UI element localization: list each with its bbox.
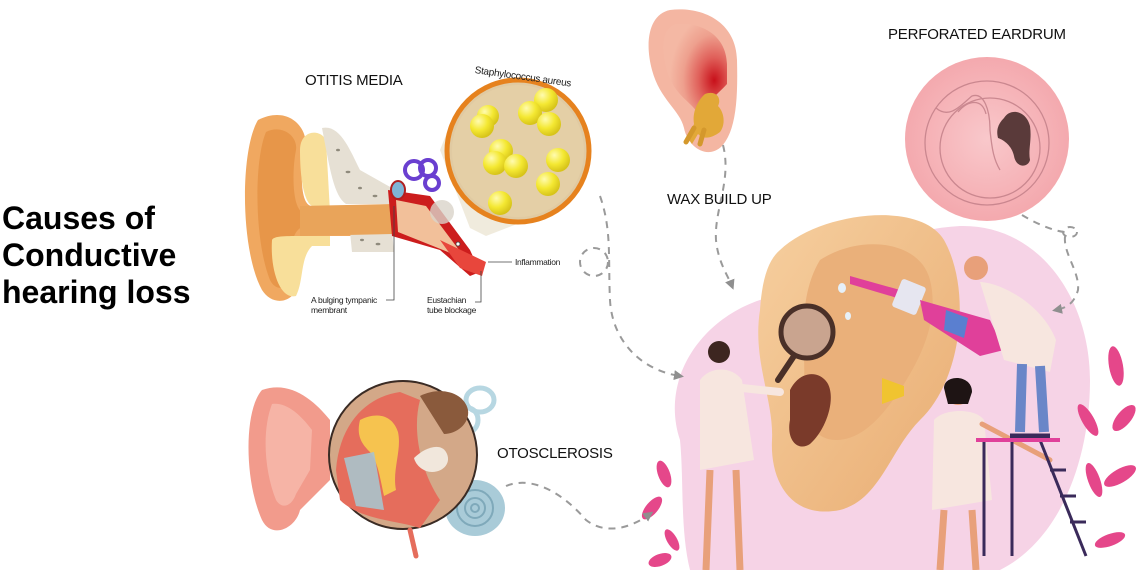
annotation-line: A bulging tympanic <box>311 295 377 305</box>
ear-drops-bottle <box>850 276 1004 356</box>
annotation-line: tube blockage <box>427 305 477 315</box>
bulging-membrane-annotation: A bulging tympanic membrant <box>311 295 377 315</box>
connector-wax <box>714 144 735 290</box>
megaphone <box>882 378 904 404</box>
wax-build-up-label: WAX BUILD UP <box>667 191 772 208</box>
inflammation-annotation: Inflammation <box>515 257 561 267</box>
otosclerosis-label: OTOSCLEROSIS <box>497 445 613 462</box>
magnifying-glass <box>775 303 836 383</box>
connector-otosclerosis <box>505 481 654 530</box>
otitis-media-label: OTITIS MEDIA <box>305 72 403 89</box>
connector-perforated <box>1021 214 1080 314</box>
perforated-eardrum-illustration <box>905 57 1069 221</box>
title-line: Conductive <box>2 237 177 273</box>
doctor-on-ladder <box>964 256 1056 439</box>
connector-otitis-loop <box>579 247 609 277</box>
woman-center <box>932 377 1053 570</box>
wax-build-up-ear <box>648 9 738 153</box>
bacteria-cluster <box>470 88 570 215</box>
otosclerosis-illustration <box>248 380 505 559</box>
annotation-line: membrant <box>311 305 347 315</box>
page-title: Causes of Conductive hearing loss <box>2 200 191 311</box>
connector-perforated-loop <box>1062 226 1078 238</box>
title-line: hearing loss <box>2 274 191 310</box>
doctor-left <box>700 341 784 570</box>
annotation-line: Eustachian <box>427 295 467 305</box>
staphylococcus-magnifier <box>444 77 592 225</box>
connector-otitis <box>599 195 684 381</box>
title-line: Causes of <box>2 200 155 236</box>
main-scene <box>641 215 1136 570</box>
dashed-connectors <box>505 144 1080 530</box>
ladder <box>976 438 1088 557</box>
eustachian-annotation: Eustachian tube blockage <box>427 295 476 315</box>
perforated-eardrum-label: PERFORATED EARDRUM <box>888 26 1066 43</box>
